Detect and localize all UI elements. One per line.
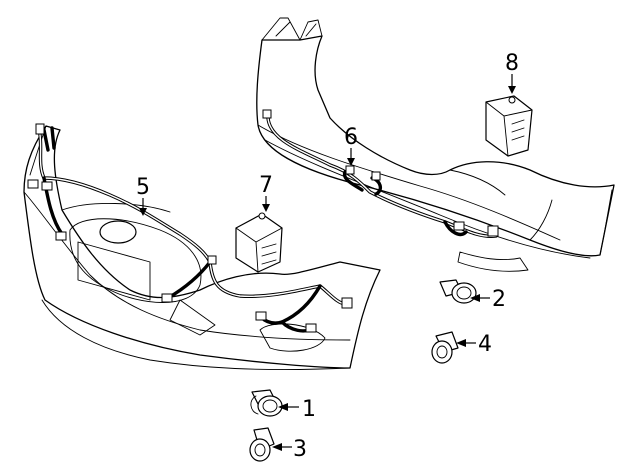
sensor-3 — [249, 427, 275, 462]
callout-label: 3 — [293, 437, 307, 462]
front-harness-connector — [55, 231, 67, 241]
rear-harness-connector — [371, 171, 381, 181]
callout-1: 1 — [278, 397, 316, 422]
callout-label: 7 — [259, 173, 273, 198]
front-harness-connector — [305, 323, 317, 333]
sensor-2 — [439, 279, 477, 304]
callout-label: 8 — [505, 51, 519, 76]
callout-2: 2 — [470, 287, 506, 312]
front-park-assist-module — [235, 212, 283, 273]
callout-8: 8 — [505, 51, 519, 94]
sensor-4 — [431, 331, 459, 364]
callout-label: 4 — [478, 332, 492, 357]
callout-label: 5 — [136, 175, 150, 200]
rear-bumper-cover — [256, 17, 615, 272]
front-emblem — [99, 220, 137, 244]
front-harness-connector — [35, 123, 45, 135]
callout-6: 6 — [344, 125, 358, 166]
rear-harness-connector — [345, 165, 355, 175]
callout-4: 4 — [456, 332, 492, 357]
callout-5: 5 — [136, 175, 150, 216]
callout-3: 3 — [272, 437, 307, 462]
rear-harness-connector — [262, 109, 272, 119]
rear-harness — [262, 109, 499, 238]
callout-label: 2 — [492, 287, 506, 312]
front-harness-connector — [207, 255, 217, 265]
sensor-1 — [250, 389, 283, 417]
rear-park-assist-module — [485, 95, 533, 157]
front-harness-connector — [161, 293, 173, 303]
callout-7: 7 — [259, 173, 273, 212]
front-harness-connector — [41, 181, 53, 191]
front-harness-connector — [255, 311, 267, 321]
rear-harness-connector — [453, 221, 465, 231]
front-harness-connector — [27, 179, 39, 189]
front-harness-connector — [341, 297, 353, 309]
callout-label: 1 — [302, 397, 316, 422]
callout-label: 6 — [344, 125, 358, 150]
front-harness — [27, 123, 353, 333]
rear-harness-connector — [487, 225, 499, 237]
